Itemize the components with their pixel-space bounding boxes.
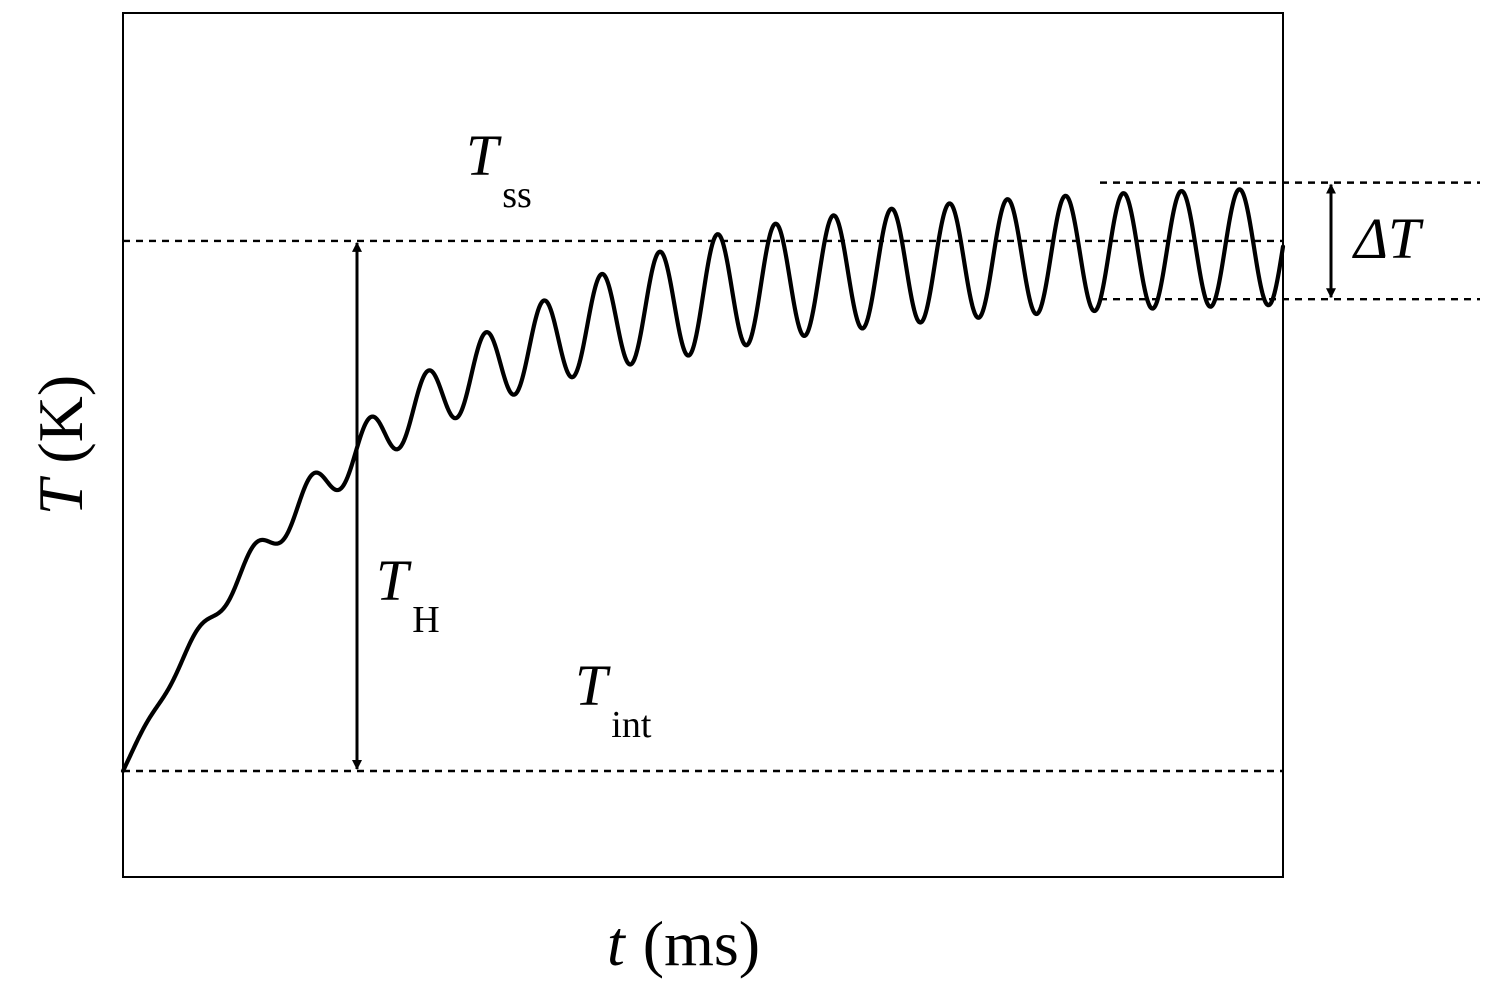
t-int-sub: int bbox=[611, 704, 652, 746]
t-ss-label: Tss bbox=[466, 123, 532, 216]
x-axis-unit: (ms) bbox=[643, 908, 760, 979]
t-ss-main: T bbox=[466, 123, 502, 188]
t-ss-sub: ss bbox=[502, 174, 532, 216]
delta-t-label: ΔT bbox=[1352, 206, 1424, 271]
x-axis-label: t(ms) bbox=[607, 908, 760, 979]
y-axis-symbol: T bbox=[25, 475, 96, 515]
temperature-curve bbox=[120, 187, 1286, 774]
y-axis-unit: (K) bbox=[25, 375, 96, 464]
plot-frame bbox=[122, 12, 1284, 878]
t-h-sub: H bbox=[412, 599, 439, 641]
x-axis-symbol: t bbox=[607, 908, 627, 979]
t-h-label: TH bbox=[376, 548, 440, 641]
t-int-main: T bbox=[575, 653, 611, 718]
t-h-main: T bbox=[376, 548, 412, 613]
t-int-label: Tint bbox=[575, 653, 652, 746]
y-axis-label: T (K) bbox=[25, 375, 96, 515]
